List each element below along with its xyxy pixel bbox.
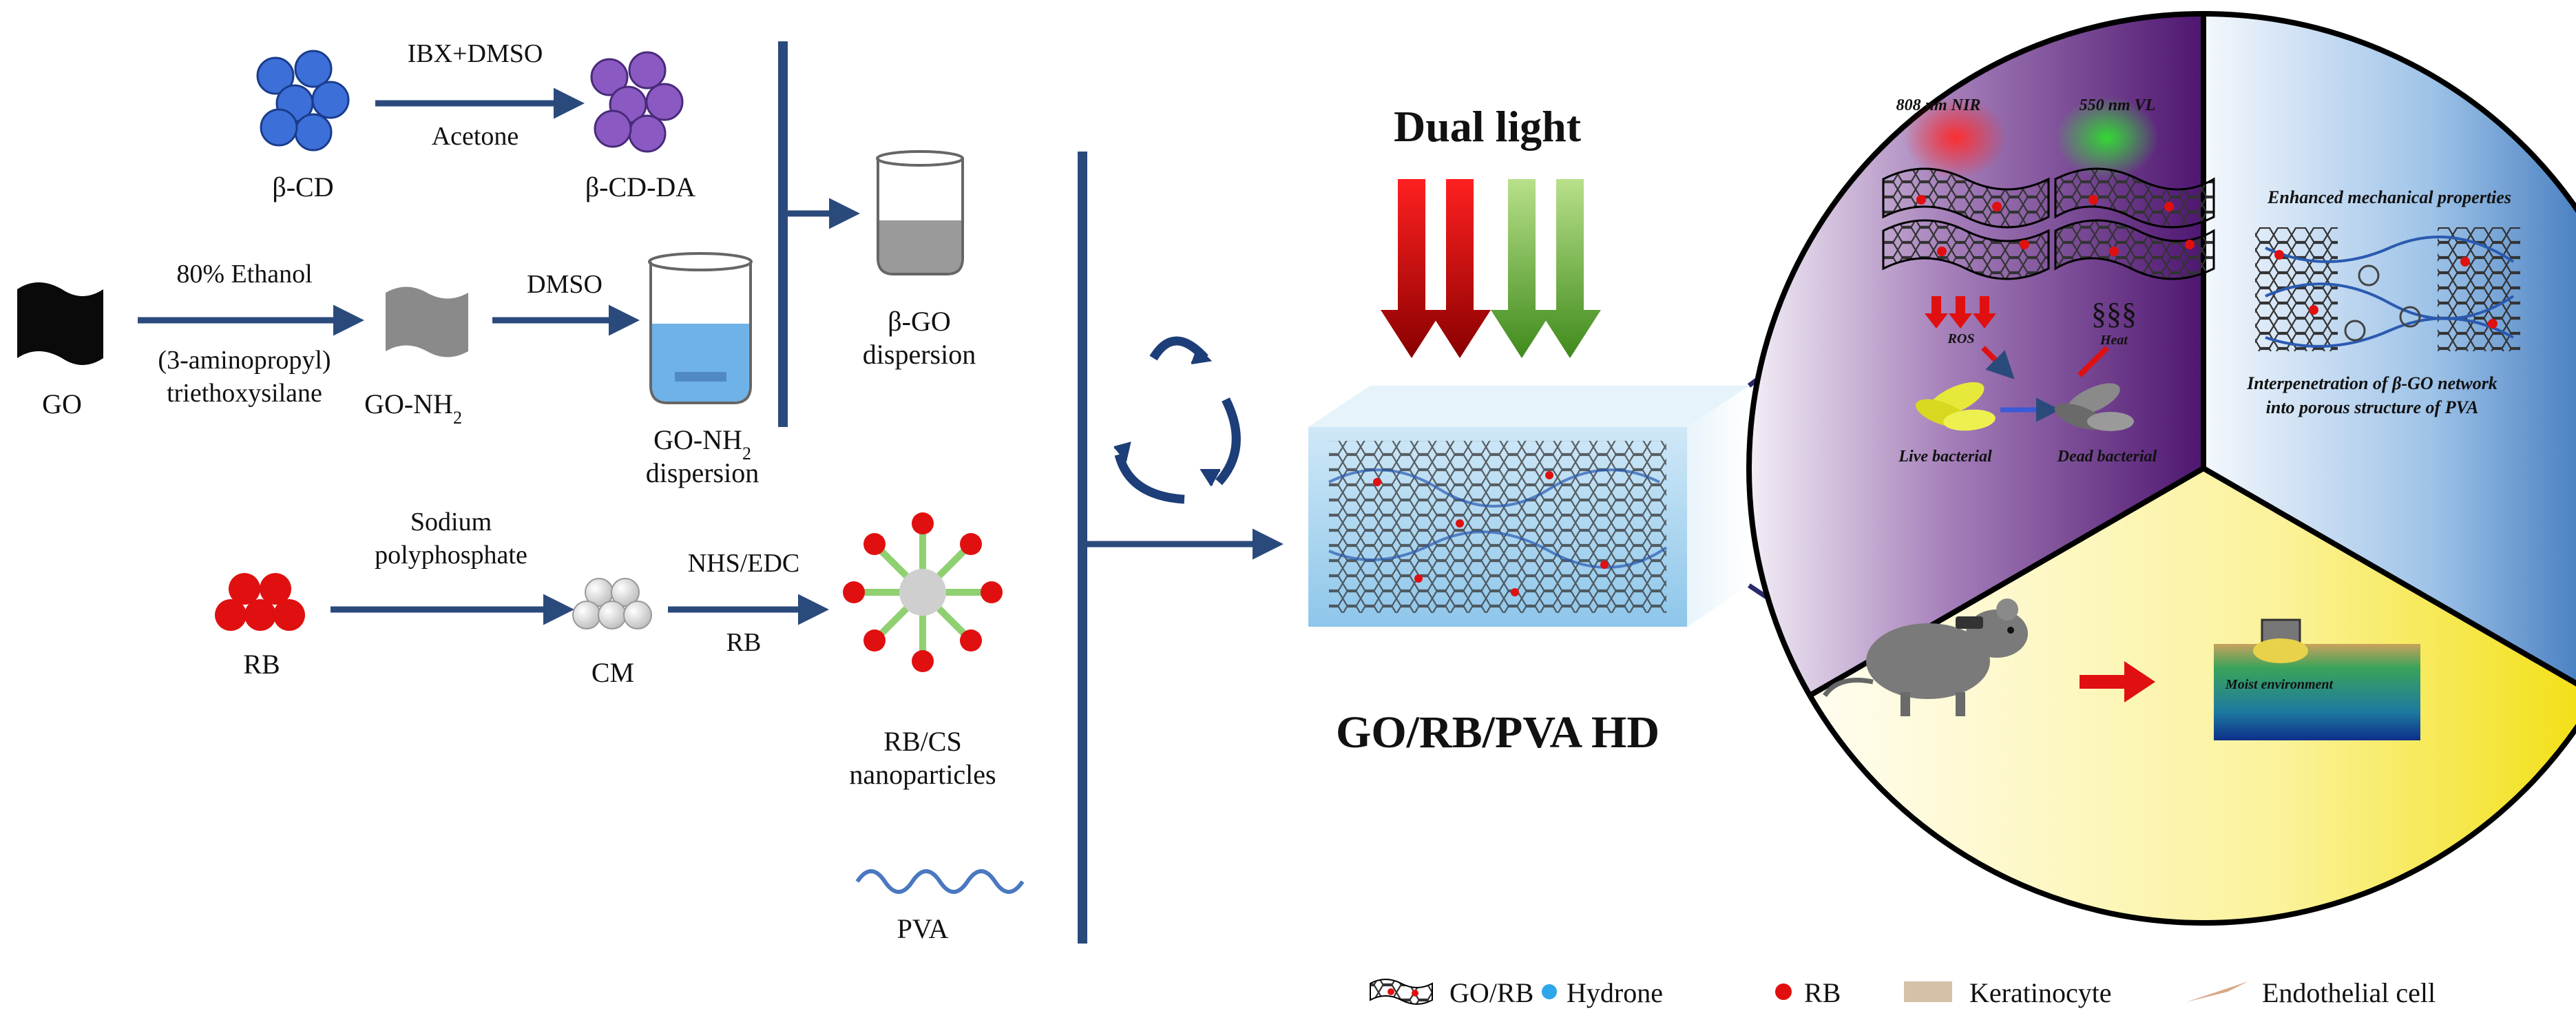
legend: GO/RB Hydrone RB Keratinocyte Endothelia… [1370, 977, 2436, 1008]
mechanical-sector [2203, 14, 2576, 684]
interp-line1: Interpenetration of β-GO network [2246, 373, 2498, 393]
gonh2-disp-line2: dispersion [646, 457, 759, 488]
treatment-arrow-icon [2080, 661, 2155, 702]
legend-endothelial-icon [2186, 981, 2248, 1002]
heat-label: Heat [2099, 333, 2128, 348]
nir-label: 808 nm NIR [1896, 96, 1981, 114]
main-merge-bar [1078, 152, 1087, 944]
moist-label: Moist environment [2225, 677, 2334, 692]
go-reagent2-line1: (3-aminopropyl) [158, 346, 331, 375]
legend-hydrone-icon [1542, 984, 1557, 999]
heat-wave-icon: §§§ [2091, 297, 2137, 331]
ros-arrows-icon [1925, 296, 1996, 329]
interpenetrated-network-icon [2255, 227, 2520, 351]
vl-glow [2055, 96, 2159, 179]
cm-label: CM [591, 657, 634, 688]
rbcs-nanoparticle-icon [843, 512, 1003, 672]
bgo-line2: dispersion [863, 339, 976, 370]
nhs-rb-label: RB [726, 628, 762, 657]
beaker-gonh2-icon [648, 252, 753, 404]
legend-hydrone: Hydrone [1567, 977, 1663, 1008]
dead-bacteria-icon [2054, 383, 2134, 431]
dual-light-title: Dual light [1394, 102, 1582, 151]
hydrogel-cube [1308, 386, 1749, 627]
legend-rb: RB [1804, 977, 1841, 1008]
wound-model-icon [2214, 618, 2420, 740]
live-bacteria-icon [1916, 382, 1996, 431]
red-light-arrows [1381, 179, 1491, 358]
pva-wave-icon [855, 869, 1025, 894]
legend-gorb-icon [1370, 979, 1433, 1005]
mech-label: Enhanced mechanical properties [2267, 187, 2511, 207]
rbcs-line2: nanoparticles [849, 759, 996, 790]
bcd-solvent: Acetone [432, 122, 519, 151]
go-reagent2-line2: triethoxysilane [167, 379, 322, 408]
green-light-arrows [1491, 179, 1601, 358]
bcd-reagent: IBX+DMSO [408, 39, 543, 68]
rb-label: RB [243, 649, 280, 680]
gorb-sheets-left [1882, 167, 2050, 280]
legend-rb-icon [1775, 983, 1792, 1000]
bgo-line1: β-GO [888, 306, 950, 337]
ros-label: ROS [1947, 331, 1975, 346]
legend-endothelial: Endothelial cell [2262, 977, 2436, 1008]
gonh2-disp-label: GO-NH2 [653, 424, 751, 464]
property-circle [1746, 11, 2576, 926]
rb-cluster-icon [215, 573, 305, 631]
mouse-icon [1823, 598, 2028, 716]
cm-cluster-icon [572, 578, 652, 629]
hydrogel-label: GO/RB/PVA HD [1336, 707, 1659, 758]
rbcs-line1: RB/CS [883, 726, 961, 757]
interp-line2: into porous structure of PVA [2266, 397, 2479, 417]
merge-bar [778, 41, 788, 427]
recycle-icon [1113, 336, 1241, 504]
legend-gorb: GO/RB [1449, 977, 1533, 1008]
bcd-label: β-CD [272, 171, 333, 202]
legend-keratinocyte-icon [1904, 981, 1952, 1002]
pva-label: PVA [897, 913, 949, 944]
gonh2-sheet-icon [386, 287, 468, 357]
beaker-bgo-icon [876, 150, 964, 275]
go-label: GO [42, 388, 82, 419]
dead-label: Dead bacterial [2057, 448, 2157, 466]
legend-keratinocyte: Keratinocyte [1969, 977, 2112, 1008]
go-reagent: 80% Ethanol [176, 260, 312, 289]
ros-to-bacteria-arrow [1981, 346, 2015, 379]
nir-glow [1904, 96, 2007, 179]
sodium-line1: Sodium [410, 508, 492, 537]
bcd-da-label: β-CD-DA [585, 171, 695, 202]
vl-label: 550 nm VL [2080, 96, 2156, 114]
gorb-sheets-right [2054, 167, 2215, 280]
go-sheet-icon [17, 282, 103, 365]
wound-sector [1810, 468, 2576, 924]
gonh2-label: GO-NH2 [364, 388, 462, 428]
bcd-icon [256, 50, 350, 152]
nhs-label: NHS/EDC [688, 549, 800, 578]
sodium-line2: polyphosphate [375, 541, 527, 570]
heat-to-bacteria-arrow [2077, 346, 2109, 377]
live-label: Live bacterial [1898, 448, 1992, 466]
bcd-da-icon [590, 51, 684, 153]
dmso-label: DMSO [527, 270, 603, 299]
